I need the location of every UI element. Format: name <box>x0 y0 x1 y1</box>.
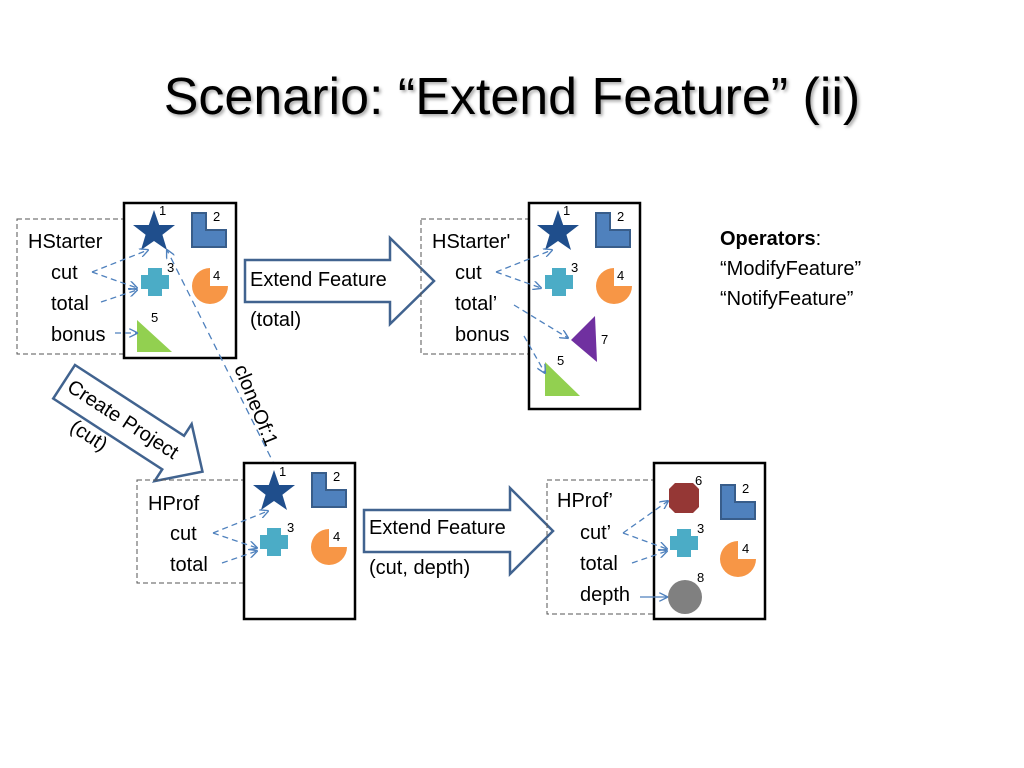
project-hstarter: HStarter cut total bonus 1 2 3 4 5 <box>16 201 238 360</box>
feature-label: total <box>51 293 89 315</box>
component-number: 5 <box>151 310 158 325</box>
extend-feature-arrow-top: Extend Feature (total) <box>243 235 436 331</box>
clone-link-label: cloneOf:1 <box>229 362 281 450</box>
mapping-link <box>513 304 568 338</box>
component-number: 6 <box>695 473 702 488</box>
mapping-link <box>100 290 137 303</box>
component-number: 1 <box>563 203 570 218</box>
project-name: HProf’ <box>557 490 613 512</box>
slide-title: Scenario: “Extend Feature” (ii) <box>163 68 861 126</box>
component-number: 2 <box>742 481 749 496</box>
component-number: 3 <box>697 521 704 536</box>
clone-link-line <box>167 250 277 469</box>
component-number: 3 <box>287 520 294 535</box>
project-hstarter-prime: HStarter' cut total’ bonus 1 2 3 4 7 5 <box>420 201 642 411</box>
operation-label: Extend Feature <box>250 269 387 291</box>
component-number: 4 <box>333 529 340 544</box>
mapping-link <box>91 250 148 273</box>
feature-label: cut <box>51 262 78 284</box>
component-number: 8 <box>697 570 704 585</box>
component-number: 5 <box>557 353 564 368</box>
feature-label: total’ <box>455 293 497 315</box>
mapping-link <box>631 551 667 564</box>
component-number: 7 <box>601 332 608 347</box>
component-number: 2 <box>617 209 624 224</box>
triangle-purple-icon <box>571 316 597 362</box>
feature-label: bonus <box>51 324 106 346</box>
feature-label: cut’ <box>580 522 611 544</box>
operators-heading: Operators <box>720 228 816 250</box>
project-name: HProf <box>148 493 200 515</box>
mapping-link <box>495 250 552 273</box>
triangle-green-icon <box>545 362 580 396</box>
project-hprof: HProf cut total 1 2 3 4 <box>136 461 357 621</box>
operator-item: “ModifyFeature” <box>720 258 862 280</box>
operator-item: “NotifyFeature” <box>720 288 854 310</box>
mapping-link <box>212 532 257 548</box>
component-number: 4 <box>213 268 220 283</box>
mapping-link <box>622 532 667 549</box>
component-number: 4 <box>617 268 624 283</box>
component-number: 2 <box>213 209 220 224</box>
component-number: 3 <box>571 260 578 275</box>
component-number: 4 <box>742 541 749 556</box>
feature-label: depth <box>580 584 630 606</box>
operators-panel: Operators: “ModifyFeature” “NotifyFeatur… <box>720 224 861 314</box>
feature-label: cut <box>455 262 482 284</box>
component-number: 3 <box>167 260 174 275</box>
mapping-link <box>91 271 137 288</box>
component-number: 1 <box>159 203 166 218</box>
mapping-link <box>495 271 541 288</box>
operation-args: (total) <box>250 309 301 331</box>
project-name: HStarter <box>28 231 103 253</box>
project-hprof-prime: HProf’ cut’ total depth 6 2 3 4 8 <box>546 461 767 621</box>
feature-label: cut <box>170 523 197 545</box>
triangle-green-icon <box>137 320 172 352</box>
mapping-link <box>523 335 545 373</box>
component-number: 2 <box>333 469 340 484</box>
create-project-arrow: Create Project (cut) <box>51 363 204 483</box>
circle-icon <box>668 580 702 614</box>
feature-label: bonus <box>455 324 510 346</box>
feature-label: total <box>580 553 618 575</box>
project-name: HStarter' <box>432 231 510 253</box>
component-number: 1 <box>279 464 286 479</box>
operation-label: Extend Feature <box>369 517 506 539</box>
extend-feature-arrow-bottom: Extend Feature (cut, depth) <box>362 484 555 579</box>
feature-label: total <box>170 554 208 576</box>
operation-args: (cut, depth) <box>369 557 470 579</box>
operators-colon: : <box>815 228 822 250</box>
mapping-link <box>221 551 257 564</box>
